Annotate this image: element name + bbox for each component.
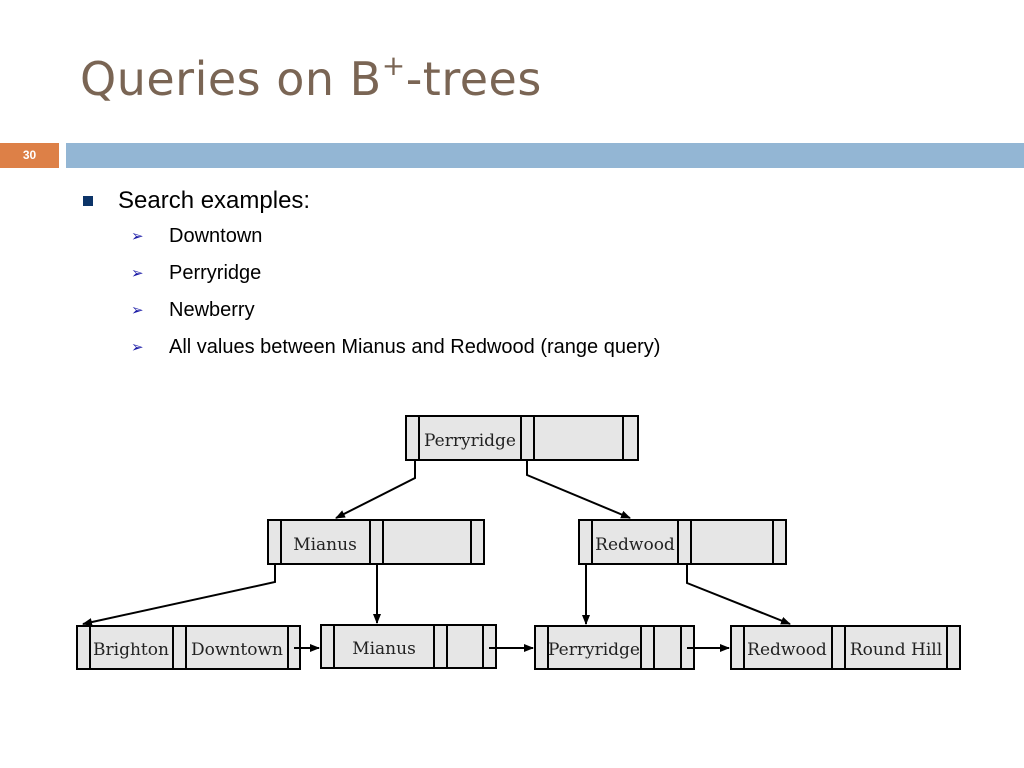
leaf-node: Brighton Downtown	[76, 625, 301, 670]
arrow-bullet-icon: ➢	[131, 302, 144, 319]
leaf-key: Mianus	[352, 639, 416, 659]
arrow-bullet-icon: ➢	[131, 339, 144, 356]
square-bullet-icon	[83, 196, 93, 206]
title-divider-bar	[66, 143, 1024, 168]
leaf-key: Perryridge	[548, 640, 640, 660]
bullet-text: Search examples:	[118, 187, 311, 214]
leaf-node: Perryridge	[534, 625, 695, 670]
pointer-arrow	[526, 460, 631, 519]
sub-bullet-text: Newberry	[169, 299, 255, 321]
leaf-node: Redwood Round Hill	[730, 625, 961, 670]
slide-title-rest: -trees	[405, 52, 542, 106]
pointer-arrow	[686, 564, 791, 625]
sub-bullet-item: ➢ Downtown	[80, 218, 660, 255]
slide-title: Queries on B+-trees	[80, 48, 542, 106]
leaf-key: Round Hill	[850, 640, 942, 660]
sub-bullet-item: ➢ All values between Mianus and Redwood …	[80, 329, 660, 366]
slide-title-superscript: +	[381, 48, 406, 82]
bullet-item: Search examples:	[80, 184, 660, 218]
leaf-key: Redwood	[747, 640, 827, 660]
slide-number: 30	[0, 143, 59, 168]
pointer-arrow	[335, 460, 416, 519]
internal-key: Mianus	[293, 535, 357, 555]
slide-title-main: Queries on B	[80, 52, 382, 106]
internal-node-right: Redwood	[578, 519, 787, 565]
leaf-key: Downtown	[191, 640, 283, 660]
root-key: Perryridge	[424, 431, 516, 451]
leaf-node: Mianus	[320, 624, 497, 669]
tree-pointers	[82, 460, 791, 652]
pointer-arrow	[82, 564, 276, 626]
sub-bullet-text: Downtown	[169, 225, 263, 247]
internal-key: Redwood	[595, 535, 675, 555]
bullet-list: Search examples: ➢ Downtown ➢ Perryridge…	[80, 184, 660, 366]
leaf-key: Brighton	[93, 640, 169, 660]
sub-bullet-item: ➢ Newberry	[80, 292, 660, 329]
root-node: Perryridge	[405, 415, 639, 461]
arrow-bullet-icon: ➢	[131, 228, 144, 245]
sub-bullet-text: All values between Mianus and Redwood (r…	[169, 336, 661, 358]
sub-bullet-text: Perryridge	[169, 262, 262, 284]
internal-node-left: Mianus	[267, 519, 485, 565]
arrow-bullet-icon: ➢	[131, 265, 144, 282]
sub-bullet-item: ➢ Perryridge	[80, 255, 660, 292]
